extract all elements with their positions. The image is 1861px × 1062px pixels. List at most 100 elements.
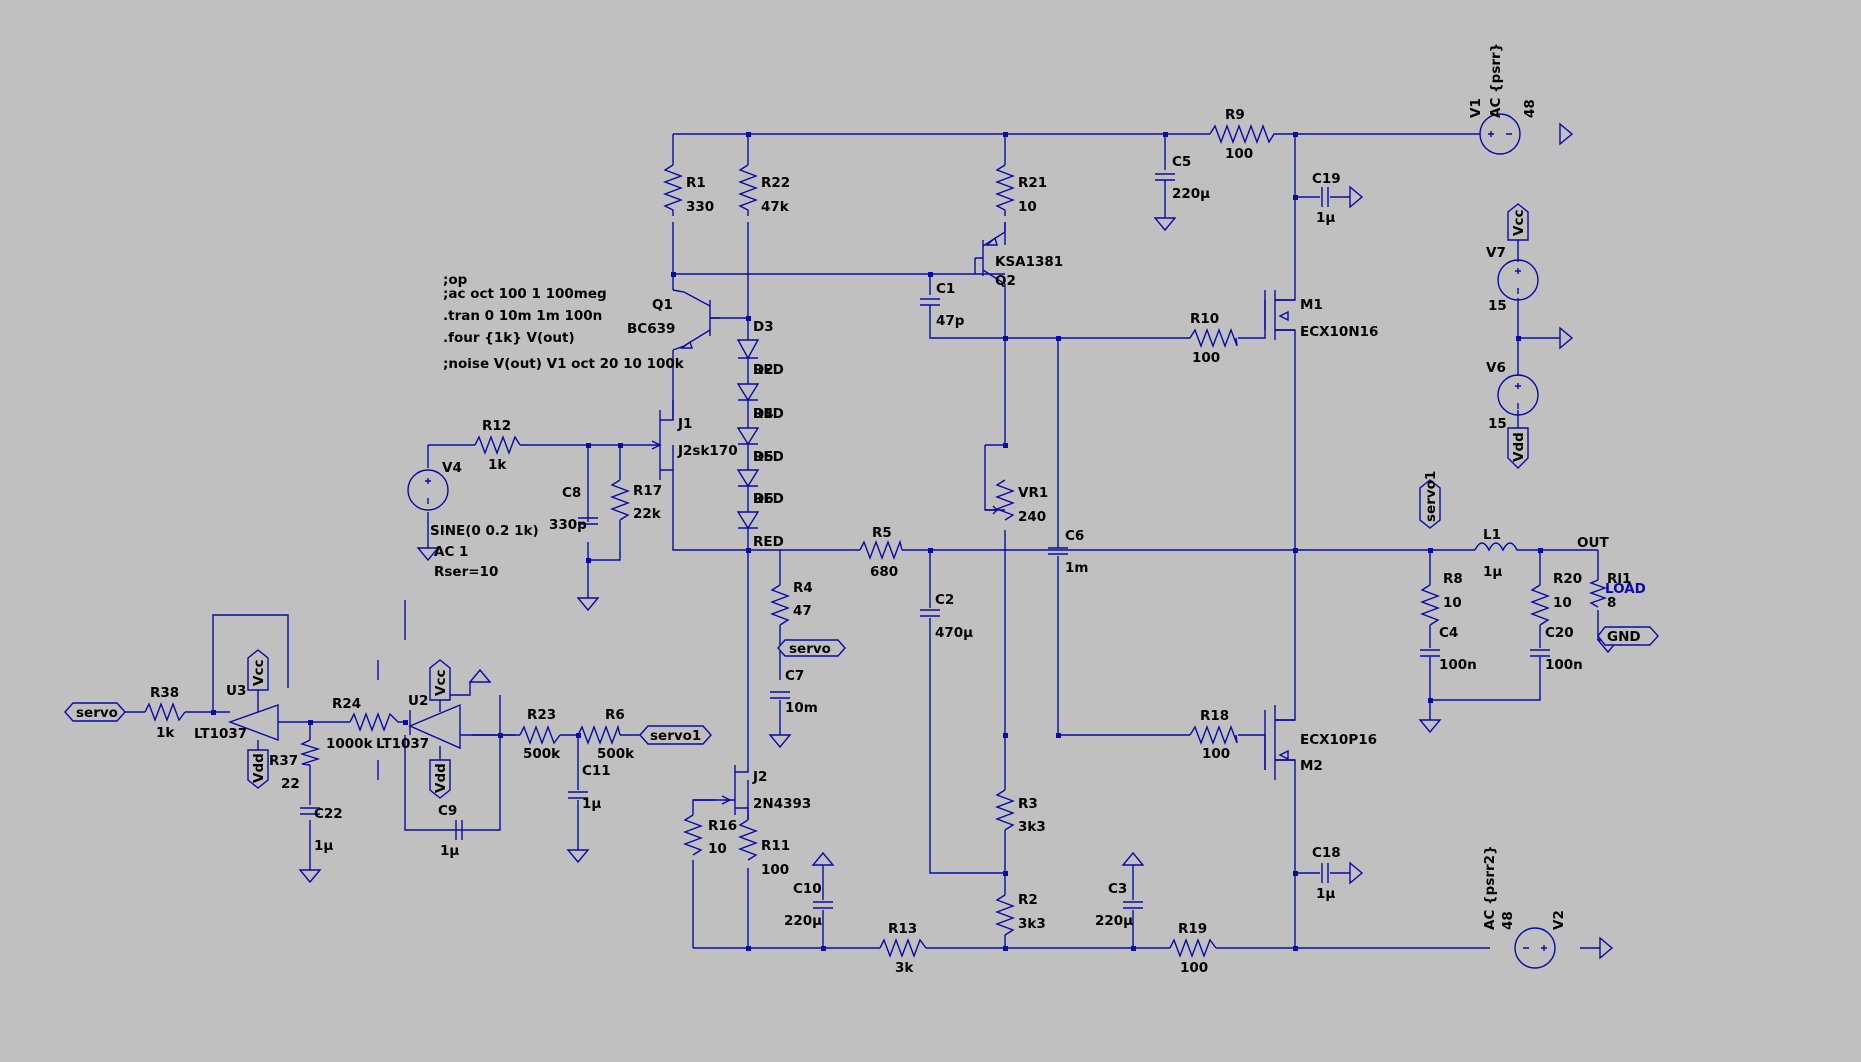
label-j1: J1 <box>677 416 692 432</box>
label-v4: V4 <box>442 460 462 476</box>
directive-four: .four {1k} V(out) <box>443 330 575 346</box>
grounds <box>298 122 1620 960</box>
label-r10: R10 <box>1190 311 1219 327</box>
label-d6: D6 <box>753 491 774 507</box>
c2-symbol <box>920 609 940 617</box>
j1-symbol <box>650 400 674 480</box>
label-r3: R3 <box>1018 796 1038 812</box>
value-r16: 10 <box>708 841 727 857</box>
label-m2: M2 <box>1300 758 1323 774</box>
label-c20: C20 <box>1545 625 1574 641</box>
value-r13: 3k <box>895 960 914 976</box>
label-r9: R9 <box>1225 107 1245 123</box>
label-c22: C22 <box>314 806 343 822</box>
r2-symbol <box>995 894 1015 936</box>
r10-symbol <box>1189 328 1238 348</box>
v1-source <box>1479 113 1521 155</box>
r22-symbol <box>738 164 758 216</box>
r9-symbol <box>1209 124 1290 144</box>
c8-symbol <box>578 517 598 525</box>
vdd-net-label-v6: Vdd <box>1511 432 1527 462</box>
value-c4: 100n <box>1439 657 1477 673</box>
value-c11: 1µ <box>582 796 601 812</box>
directive-noise: ;noise V(out) V1 oct 20 10 100k <box>443 356 685 372</box>
vcc-net-label-u3: Vcc <box>251 660 267 686</box>
r17-symbol <box>610 479 630 521</box>
value-r11: 100 <box>761 862 789 878</box>
label-r20: R20 <box>1553 571 1582 587</box>
label-r8: R8 <box>1443 571 1463 587</box>
value-r38: 1k <box>156 725 175 741</box>
value-v1-dc: 48 <box>1522 99 1538 118</box>
servo1-net-label-top: servo1 <box>1423 471 1439 522</box>
value-c20: 100n <box>1545 657 1583 673</box>
label-v2: V2 <box>1551 910 1567 930</box>
label-r17: R17 <box>633 483 662 499</box>
v4-source <box>407 469 449 511</box>
label-q1: Q1 <box>652 297 673 313</box>
label-l1: L1 <box>1483 527 1501 543</box>
value-l1: 1µ <box>1483 564 1502 580</box>
value-r20: 10 <box>1553 595 1572 611</box>
directive-tran: .tran 0 10m 1m 100n <box>443 308 602 324</box>
r20-symbol <box>1530 584 1550 626</box>
r37-symbol <box>299 739 321 766</box>
r3-symbol <box>995 789 1015 831</box>
net-out: OUT <box>1577 535 1609 551</box>
value-v2-dc: 48 <box>1500 911 1516 930</box>
value-r24: 1000k <box>326 736 374 752</box>
label-d-red-2: RED <box>753 406 784 422</box>
l1-symbol <box>1474 542 1520 552</box>
label-r19: R19 <box>1178 921 1207 937</box>
label-r4: R4 <box>793 580 813 596</box>
label-d2: D2 <box>753 362 774 378</box>
directive-ac: ;ac oct 100 1 100meg <box>443 286 607 302</box>
label-r1: R1 <box>686 175 706 191</box>
r23-symbol <box>519 725 561 745</box>
label-d-red-5: RED <box>753 534 784 550</box>
value-c3: 220µ <box>1095 913 1133 929</box>
r5-symbol <box>859 539 903 560</box>
c4-symbol <box>1420 649 1440 657</box>
label-u3: U3 <box>226 683 246 699</box>
r11-symbol <box>738 819 758 861</box>
u3-opamp <box>227 704 279 742</box>
label-d4: D4 <box>753 406 774 422</box>
label-r24: R24 <box>332 696 361 712</box>
servo1-net-label-right: servo1 <box>650 728 701 744</box>
u2-opamp <box>408 703 461 750</box>
r24-symbol <box>349 712 399 732</box>
label-vr1: VR1 <box>1018 485 1048 501</box>
label-j2: J2 <box>752 769 767 785</box>
r18-symbol <box>1189 725 1238 745</box>
r16-symbol <box>683 814 703 856</box>
value-vr1: 240 <box>1018 509 1046 525</box>
value-r3: 3k3 <box>1018 819 1046 835</box>
label-m1: M1 <box>1300 297 1323 313</box>
r38-symbol <box>144 702 186 722</box>
value-r19: 100 <box>1180 960 1208 976</box>
label-v1: V1 <box>1468 98 1484 118</box>
value-r17: 22k <box>633 506 662 522</box>
label-rl1: Rl1 <box>1607 571 1631 587</box>
label-c3: C3 <box>1108 881 1127 897</box>
value-c18: 1µ <box>1316 886 1335 902</box>
value-c10: 220µ <box>784 913 822 929</box>
label-r38: R38 <box>150 685 179 701</box>
label-r22: R22 <box>761 175 790 191</box>
label-r11: R11 <box>761 838 790 854</box>
label-r37: R37 <box>269 753 298 769</box>
label-u2: U2 <box>408 693 428 709</box>
vcc-net-label-u2: Vcc <box>433 670 449 696</box>
net-load: LOAD <box>1605 581 1646 597</box>
value-q1: BC639 <box>627 321 675 337</box>
c9-symbol <box>455 820 463 840</box>
value-m2: ECX10P16 <box>1300 732 1377 748</box>
label-r12: R12 <box>482 418 511 434</box>
r1-symbol <box>663 164 683 216</box>
label-r18: R18 <box>1200 708 1229 724</box>
value-c8: 330p <box>549 517 587 533</box>
label-r2: R2 <box>1018 892 1038 908</box>
label-r13: R13 <box>888 921 917 937</box>
q2-symbol <box>975 222 1006 300</box>
